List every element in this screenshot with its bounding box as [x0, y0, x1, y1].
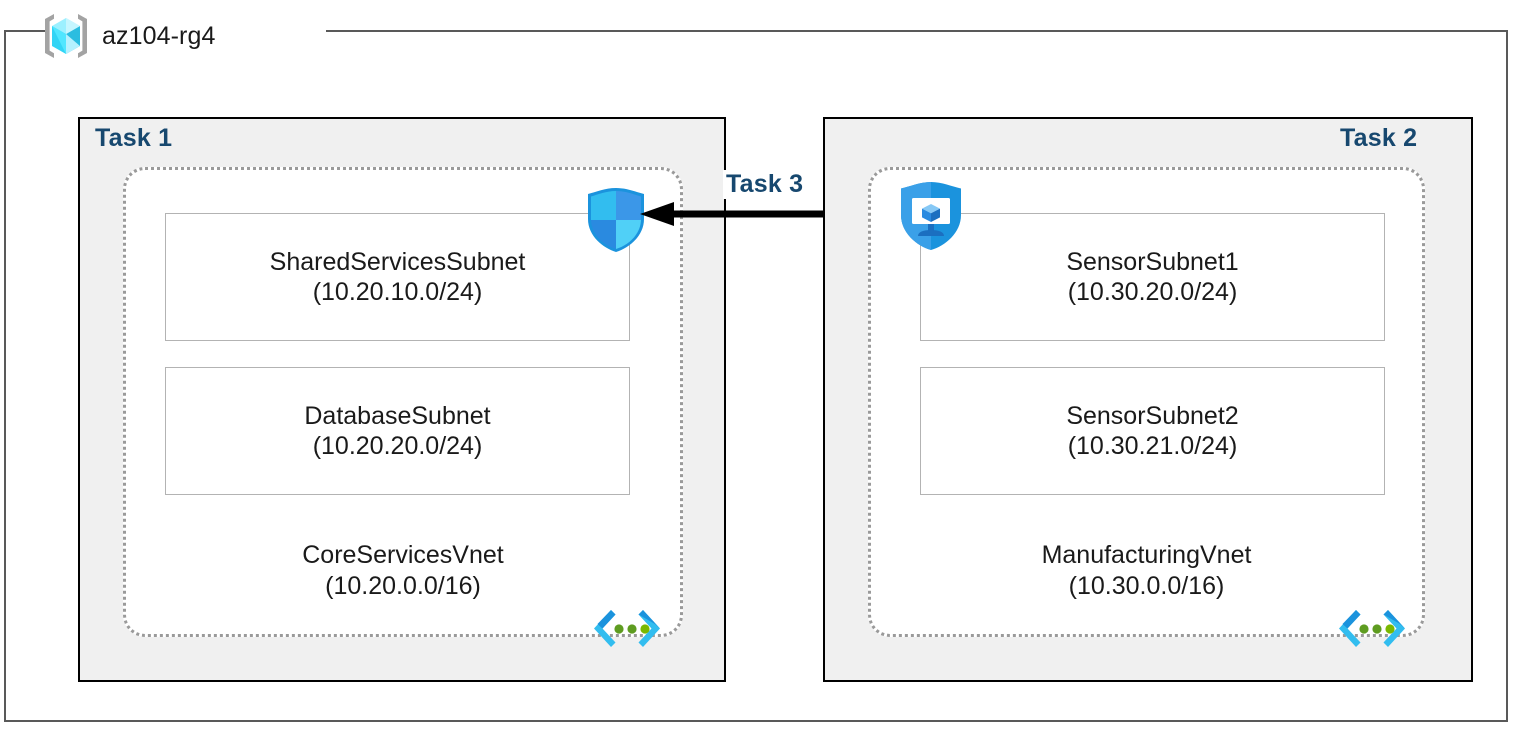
frame-edge-top-right [326, 30, 1508, 32]
vnet-name: CoreServicesVnet [302, 541, 504, 569]
shield-firewall-icon [583, 186, 649, 254]
subnet-cidr: (10.30.20.0/24) [1067, 278, 1238, 306]
virtual-network-icon [1337, 606, 1407, 652]
vnet-cidr: (10.20.0.0/16) [325, 571, 481, 600]
subnet-cidr: (10.20.20.0/24) [312, 432, 483, 460]
frame-edge-bottom [4, 720, 1508, 722]
subnet-name: SharedServicesSubnet [269, 247, 526, 276]
core-services-vnet-caption: CoreServicesVnet (10.20.0.0/16) [123, 540, 683, 601]
resource-group-name: az104-rg4 [102, 21, 216, 50]
subnet-cidr: (10.30.21.0/24) [1067, 432, 1238, 460]
task-3-label: Task 3 [723, 170, 807, 199]
frame-edge-left [4, 30, 6, 722]
virtual-network-icon [592, 606, 662, 652]
task-1-label: Task 1 [95, 124, 173, 152]
subnet-name: SensorSubnet1 [1066, 247, 1239, 276]
subnet-sensor-2[interactable]: SensorSubnet2 (10.30.21.0/24) [920, 367, 1385, 495]
subnet-name: SensorSubnet2 [1066, 401, 1239, 430]
subnet-name: DatabaseSubnet [304, 401, 491, 430]
resource-group-cube-icon [40, 10, 92, 62]
vnet-cidr: (10.30.0.0/16) [1068, 571, 1225, 600]
task-2-label: Task 2 [1340, 124, 1418, 152]
resource-group-header: az104-rg4 [40, 6, 215, 66]
subnet-database[interactable]: DatabaseSubnet (10.20.20.0/24) [165, 367, 630, 495]
vnet-name: ManufacturingVnet [1041, 541, 1252, 569]
subnet-sensor-1[interactable]: SensorSubnet1 (10.30.20.0/24) [920, 213, 1385, 341]
resource-group-frame [4, 30, 1508, 722]
bastion-shield-monitor-icon [896, 180, 966, 252]
frame-edge-right [1506, 30, 1508, 722]
subnet-shared-services[interactable]: SharedServicesSubnet (10.20.10.0/24) [165, 213, 630, 341]
manufacturing-vnet-caption: ManufacturingVnet (10.30.0.0/16) [868, 540, 1425, 601]
frame-edge-top-left [4, 30, 48, 32]
subnet-cidr: (10.20.10.0/24) [312, 278, 483, 306]
